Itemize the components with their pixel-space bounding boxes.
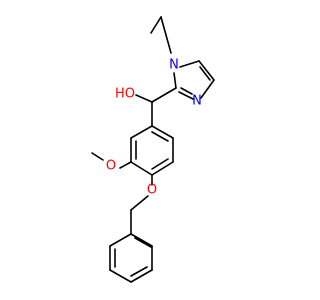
bond-ph1-ph2-double — [134, 237, 152, 248]
molecule-structure: N N HO O O — [91, 16, 215, 283]
bond-ethyl-ch3 — [150, 16, 162, 34]
bond-ar4-ar5-double — [151, 158, 169, 170]
atom-methoxy-oxygen-label: O — [106, 159, 116, 174]
atom-n3-label: N — [192, 94, 202, 109]
bond-ar6-ar1 — [151, 125, 174, 139]
bond-ar1-ar2 — [130, 125, 153, 139]
bond-ar4-ar5 — [151, 161, 174, 176]
atom-n1-label: N — [169, 58, 179, 73]
bond-c4-n3 — [200, 79, 215, 99]
bond-c2-cc — [151, 87, 177, 103]
bond-c2-n1 — [173, 72, 177, 89]
bond-ph3-ph4-double — [130, 266, 148, 277]
bond-n3-c2 — [178, 91, 194, 100]
bond-ethyl-ch2 — [160, 16, 172, 54]
bond-obn-ch2 — [130, 195, 149, 211]
bond-ph4-ph5 — [109, 269, 132, 283]
bond-c5-c4-double — [199, 66, 211, 81]
bond-ar3-ar4 — [130, 161, 153, 176]
bond-c5-c4 — [198, 60, 215, 81]
bond-n3-c2-double — [180, 87, 193, 95]
bond-cc-oh — [135, 94, 153, 103]
atom-benzyloxy-oxygen-label: O — [147, 183, 157, 198]
atom-hydroxyl-label: HO — [115, 87, 135, 102]
bond-ph1-ph2 — [130, 233, 153, 247]
bond-ph3-ph4 — [130, 269, 153, 283]
bond-n1-c5 — [179, 60, 200, 68]
bond-ar3-ome — [119, 161, 132, 169]
bond-ar6-ar1-double — [151, 131, 169, 142]
bond-ome-ch3 — [91, 152, 104, 161]
molecule-canvas: N N HO O O — [91, 16, 215, 283]
bond-ph6-ph1 — [109, 233, 132, 247]
